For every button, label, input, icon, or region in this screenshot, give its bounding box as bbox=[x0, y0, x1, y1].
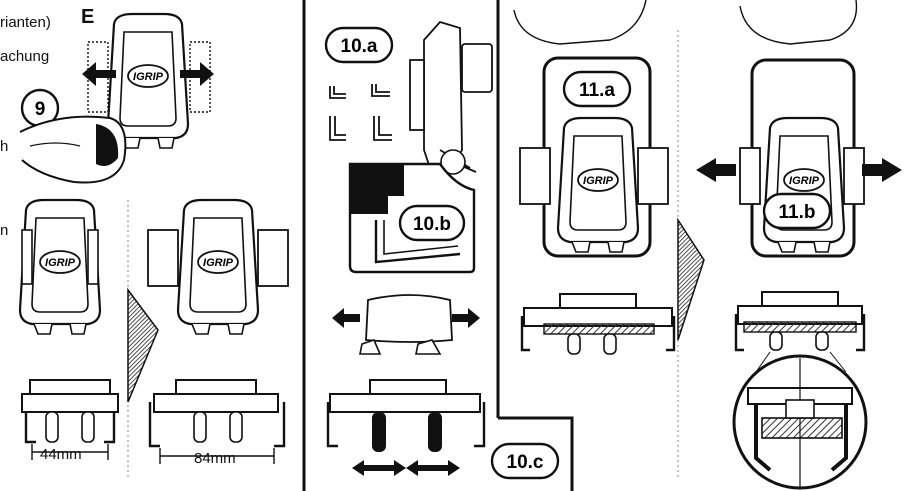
step-11a-label: 11.a bbox=[579, 80, 615, 101]
hand-top-2 bbox=[739, 0, 858, 45]
arrow-chevron-1 bbox=[127, 287, 159, 403]
step-10a-label: 10.a bbox=[341, 36, 378, 57]
step-10b-label: 10.b bbox=[413, 214, 451, 235]
step-10c-label: 10.c bbox=[507, 452, 544, 473]
caption-fragment-h: h bbox=[0, 138, 9, 155]
holder-expand-figure: IGRIP bbox=[82, 12, 214, 150]
hand-top-1 bbox=[513, 0, 647, 45]
clip-pinch-figure bbox=[332, 294, 480, 355]
svg-text:IGRIP: IGRIP bbox=[583, 175, 614, 187]
clip-adjust-figure bbox=[326, 379, 486, 476]
svg-text:IGRIP: IGRIP bbox=[789, 175, 820, 187]
step-11a-badge: 11.a bbox=[562, 70, 632, 108]
step-10a-badge: 10.a bbox=[324, 26, 394, 64]
squeeze-arrow-left bbox=[696, 158, 736, 182]
arrow-chevron-2 bbox=[677, 217, 705, 341]
section-letter-e: E bbox=[81, 6, 95, 28]
clip-11a bbox=[520, 293, 676, 355]
detail-magnifier bbox=[732, 354, 868, 490]
holder-extended: IGRIP bbox=[147, 198, 289, 336]
logo-text: IGRIP bbox=[133, 71, 164, 83]
clip-84mm bbox=[148, 379, 286, 464]
dimension-84mm: 84mm bbox=[194, 450, 236, 467]
step-10c-badge: 10.c bbox=[490, 442, 560, 480]
divider-corner bbox=[498, 416, 574, 491]
step-9-figure: 9 bbox=[19, 88, 127, 184]
holder-in-11b: IGRIP bbox=[739, 116, 865, 254]
caption-varianten: rianten) bbox=[0, 14, 51, 31]
clip-44mm bbox=[21, 379, 119, 460]
svg-text:IGRIP: IGRIP bbox=[203, 257, 234, 269]
holder-compact: IGRIP bbox=[18, 198, 102, 336]
step-11b-badge: 11.b bbox=[762, 192, 832, 230]
squeeze-arrow-right bbox=[862, 158, 902, 182]
dimension-44mm: 44mm bbox=[40, 446, 82, 463]
step-9-label: 9 bbox=[35, 99, 46, 120]
spare-hooks bbox=[329, 84, 392, 141]
detail-10b: 10.b bbox=[348, 162, 476, 274]
holder-in-11a: IGRIP bbox=[519, 116, 669, 254]
svg-text:IGRIP: IGRIP bbox=[45, 257, 76, 269]
step-11b-label: 11.b bbox=[779, 202, 816, 223]
clip-11b bbox=[734, 291, 866, 373]
caption-befestigung: achung bbox=[0, 48, 50, 65]
caption-fragment-n: n bbox=[0, 222, 9, 239]
